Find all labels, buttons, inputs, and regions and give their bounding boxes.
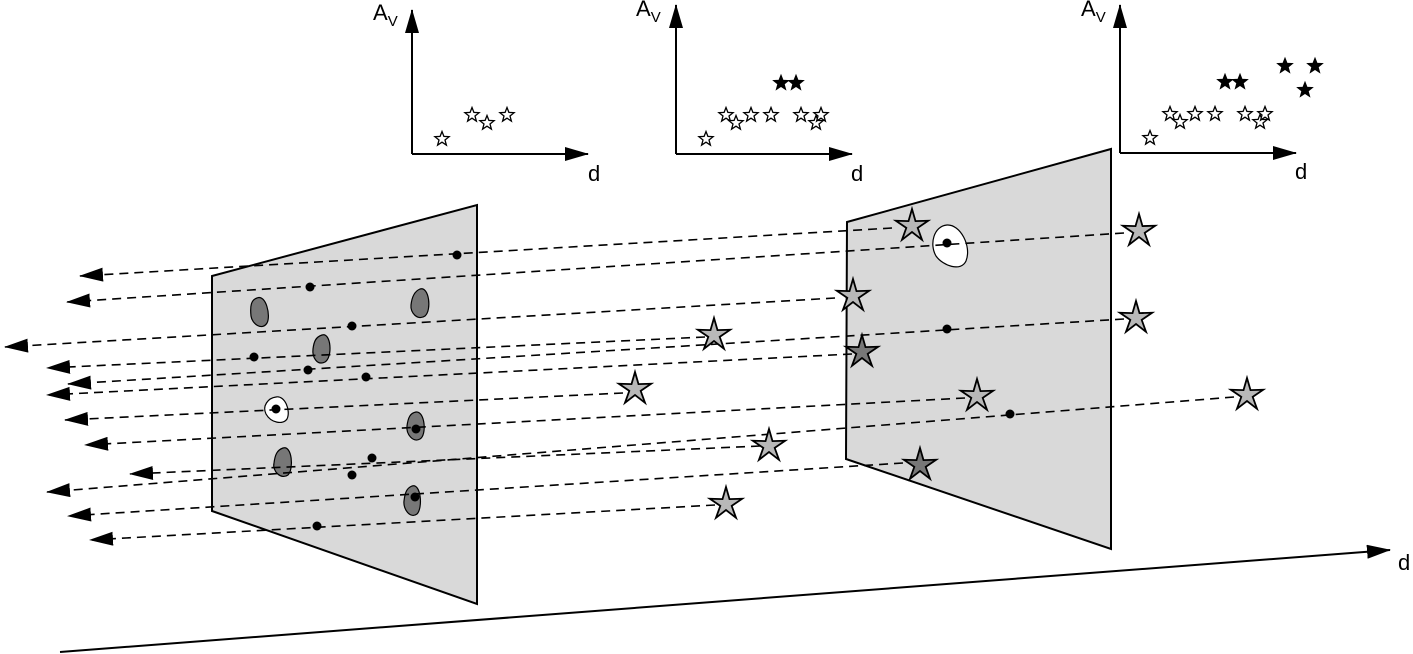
av-axis-label: A	[1081, 0, 1096, 21]
crossing-dot	[411, 424, 421, 434]
sight-line	[66, 232, 1125, 308]
star-icon	[1276, 56, 1294, 74]
star-icon	[1171, 112, 1189, 130]
svg-text:AV: AV	[636, 0, 661, 26]
star-icon	[717, 105, 735, 123]
crossing-dot	[305, 282, 315, 292]
star-icon	[727, 113, 745, 131]
star-icon	[498, 105, 516, 123]
crossing-dot	[347, 321, 357, 331]
av-axis-label: A	[373, 0, 388, 25]
clump	[273, 447, 293, 477]
crossing-dot	[942, 324, 952, 334]
crossing-dot	[361, 372, 371, 382]
star-icon	[1119, 210, 1159, 248]
d-axis-label: d	[588, 161, 600, 186]
sight-line	[84, 397, 966, 451]
av-axis-label: A	[636, 0, 651, 21]
star-icon	[1256, 104, 1274, 122]
sight-line	[4, 297, 836, 353]
star-icon	[1231, 72, 1249, 90]
star-icon	[463, 105, 481, 123]
star-icon	[749, 425, 789, 463]
d-axis-label: d	[1295, 159, 1307, 184]
sight-line	[129, 445, 761, 480]
star-icon	[1216, 72, 1234, 90]
star-icon	[762, 105, 780, 123]
star-icon	[842, 331, 882, 369]
av-axis-sub: V	[1096, 9, 1106, 26]
sight-line	[79, 227, 893, 282]
star-icon	[742, 105, 760, 123]
clump	[403, 485, 422, 516]
crossing-dot	[452, 250, 462, 260]
line-crossing-dots	[249, 238, 1015, 531]
av-axis-sub: V	[651, 9, 661, 26]
near-cloud-plane	[211, 203, 478, 606]
star-icon	[833, 275, 873, 313]
star-icon	[478, 113, 496, 131]
av-axis-sub: V	[388, 13, 398, 30]
star-icon	[772, 73, 790, 91]
av-d-plot-mid: AV d	[636, 0, 863, 186]
crossing-dot	[303, 365, 313, 375]
svg-text:AV: AV	[373, 0, 398, 30]
sight-line	[46, 336, 706, 374]
star-icon	[1296, 80, 1314, 98]
star-icon	[957, 375, 997, 413]
star-icon	[1236, 104, 1254, 122]
star-icon	[706, 483, 746, 521]
sight-line	[67, 318, 1125, 390]
av-d-plot-far: AV d	[1081, 0, 1324, 184]
distance-axis: d	[59, 544, 1410, 653]
background-stars	[615, 205, 1267, 521]
far-cloud-plane	[844, 147, 1112, 551]
sight-line	[64, 392, 624, 426]
crossing-dot	[271, 404, 281, 414]
star-icon	[1186, 104, 1204, 122]
crossing-dot	[1005, 409, 1015, 419]
clump	[312, 334, 331, 364]
clump	[410, 288, 430, 319]
crossing-dot	[347, 470, 357, 480]
near-cloud	[211, 203, 478, 606]
sight-line	[46, 396, 1235, 498]
sight-lines	[4, 227, 1235, 546]
clump	[250, 297, 269, 328]
star-icon	[697, 129, 715, 147]
star-icon	[433, 129, 451, 147]
star-icon	[900, 444, 940, 482]
d-axis-label: d	[851, 161, 863, 186]
svg-text:AV: AV	[1081, 0, 1106, 26]
star-icon	[1141, 128, 1159, 146]
crossing-dot	[367, 453, 377, 463]
star-icon	[1306, 56, 1324, 74]
star-icon	[694, 314, 734, 352]
star-icon	[1227, 374, 1267, 412]
distance-axis-label: d	[1398, 550, 1410, 575]
star-icon	[787, 73, 805, 91]
star-icon	[1161, 104, 1179, 122]
crossing-dot	[410, 492, 420, 502]
star-icon	[892, 205, 932, 243]
star-icon	[615, 368, 655, 406]
crossing-dot	[249, 352, 259, 362]
av-d-plot-near: AV d	[373, 0, 600, 186]
sight-line	[67, 462, 904, 522]
star-icon	[807, 113, 825, 131]
star-icon	[1206, 104, 1224, 122]
far-cloud	[844, 147, 1112, 551]
star-icon	[812, 105, 830, 123]
crossing-dot	[312, 521, 322, 531]
star-icon	[792, 105, 810, 123]
star-icon	[1116, 297, 1156, 335]
star-icon	[1251, 112, 1269, 130]
crossing-dot	[942, 238, 952, 248]
